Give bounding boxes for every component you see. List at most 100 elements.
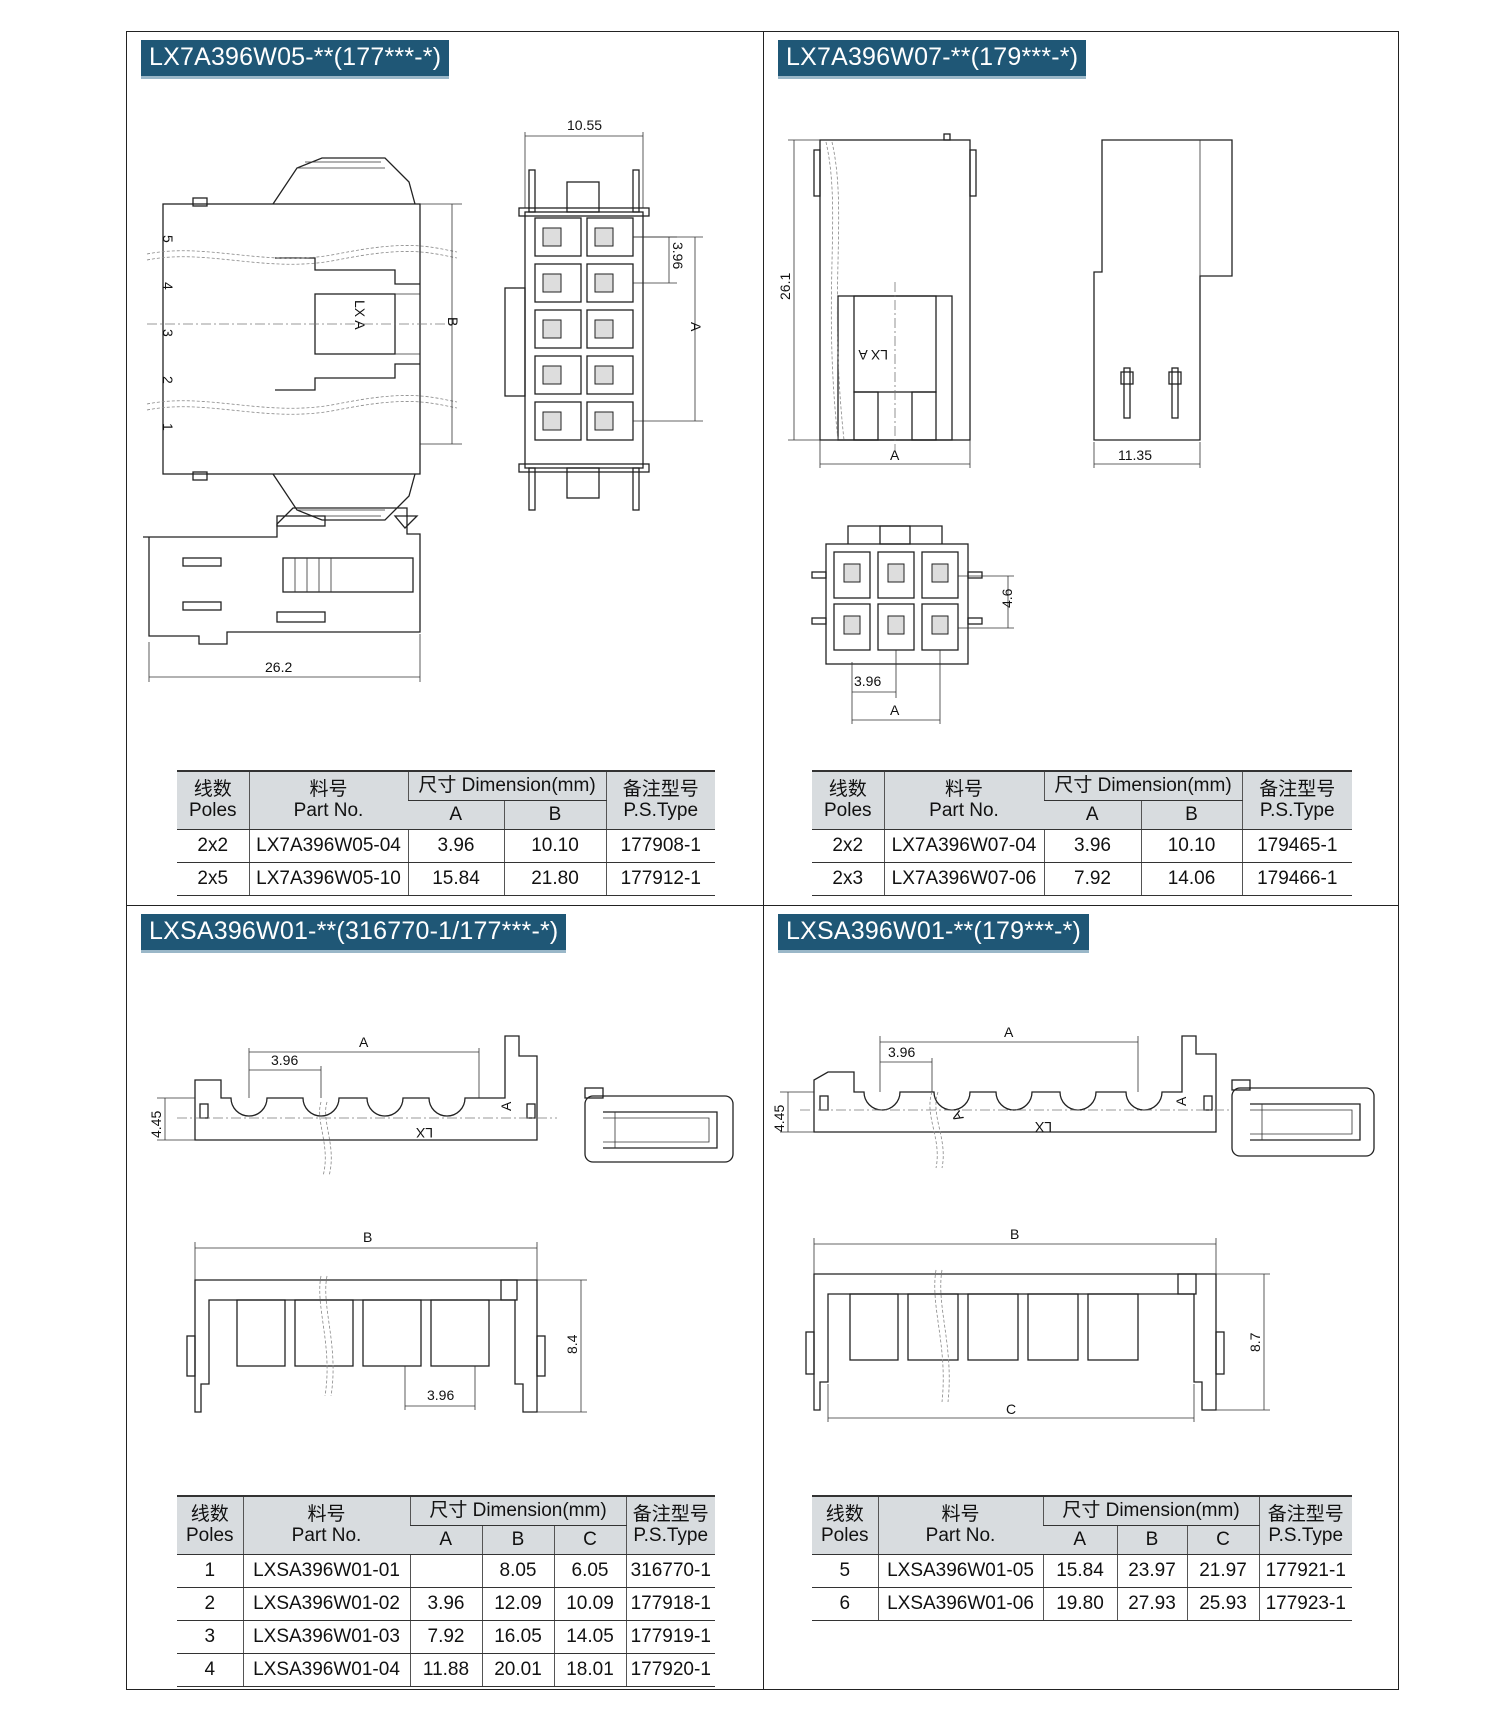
col-dimension: 尺寸 Dimension(mm) [1043, 770, 1242, 801]
drawing-lx7a396w05: 5 4 3 2 1 LX A B [143, 117, 704, 682]
panel-title: LX7A396W05-**(177***-*) [141, 40, 450, 79]
front-view: 10.55 3.96 A [504, 117, 704, 511]
side-view [584, 1087, 734, 1163]
dim-label-width: 10.55 [567, 117, 602, 133]
panel-lx7a396w07: LX7A396W07-**(179***-*) LX A 26.1 A [764, 32, 1398, 904]
top-view: 26.2 [143, 507, 421, 682]
pin-number: 4 [160, 282, 176, 290]
col-a: A [408, 800, 504, 830]
dim-label-height: 26.1 [777, 273, 793, 300]
dim-label-depth: 11.35 [1118, 447, 1152, 463]
col-a: A [1044, 800, 1141, 830]
side-view: 5 4 3 2 1 LX A B [146, 157, 462, 521]
side-view: 11.35 [1093, 139, 1233, 468]
dim-label-a: A [688, 322, 704, 332]
panel-title: LX7A396W07-**(179***-*) [778, 40, 1087, 79]
col-c: C [1186, 1525, 1259, 1555]
pin-number: 2 [160, 376, 176, 384]
dim-label-height: 4.45 [771, 1105, 787, 1132]
panel-title: LXSA396W01-**(179***-*) [778, 914, 1090, 953]
col-a: A [410, 1525, 482, 1555]
col-dimension: 尺寸 Dimension(mm) [1042, 1495, 1259, 1526]
mating-face-view: 4.6 3.96 A [811, 525, 1015, 724]
col-b: B [1116, 1525, 1187, 1555]
dim-label-pitch: 3.96 [670, 242, 686, 269]
top-view: B 8.4 3.96 [186, 1229, 587, 1413]
cavity-grid [534, 217, 634, 441]
dim-label-a: A [359, 1034, 369, 1050]
panel-lxsa396w01-a: LXSA396W01-**(316770-1/177***-*) A 3.96 … [127, 906, 763, 1689]
dim-label-row-pitch: 4.6 [999, 588, 1015, 608]
side-view [1231, 1079, 1375, 1157]
housing-marking: LX [1034, 1119, 1052, 1135]
col-a: A [1043, 1525, 1117, 1555]
housing-marking: LX A [858, 347, 888, 363]
housing-marking: LX [415, 1125, 433, 1141]
dim-label-pitch: 3.96 [427, 1387, 454, 1403]
vertical-divider [763, 31, 764, 1690]
front-view: A 3.96 4.45 LX A [148, 1034, 557, 1177]
col-dimension: 尺寸 Dimension(mm) [407, 770, 606, 801]
dim-label-height: 8.7 [1247, 1332, 1263, 1352]
panel-lx7a396w05: LX7A396W05-**(177***-*) 5 4 3 2 1 LX A [127, 32, 763, 904]
drawing-lxsa396w01-a: A 3.96 4.45 LX A [148, 1034, 734, 1413]
drawing-lx7a396w07: LX A 26.1 A 11.35 [777, 133, 1233, 724]
dim-label-c: C [1006, 1401, 1016, 1417]
housing-marking: A [498, 1101, 514, 1111]
dim-label-height: 4.45 [148, 1111, 164, 1138]
pin-number: 1 [160, 423, 176, 431]
col-c: C [553, 1525, 626, 1555]
dim-label-a: A [890, 447, 900, 463]
sheet-frame [126, 31, 1399, 1690]
dim-label-pitch: 3.96 [854, 673, 881, 689]
horizontal-divider [126, 905, 1399, 906]
pin-number: 3 [160, 329, 176, 337]
panel-lxsa396w01-b: LXSA396W01-**(179***-*) A 3.96 4.45 LX A… [764, 906, 1398, 1689]
dim-label-height: 8.4 [564, 1334, 580, 1354]
dim-label-b: B [363, 1229, 372, 1245]
housing-marking: LX A [352, 300, 368, 330]
pin-number: 5 [160, 235, 176, 243]
col-dimension: 尺寸 Dimension(mm) [409, 1495, 626, 1526]
col-b: B [481, 1525, 554, 1555]
drawing-lxsa396w01-b: A 3.96 4.45 LX A A [771, 1024, 1375, 1422]
dim-label-b: B [445, 317, 461, 326]
dim-label-a: A [890, 702, 900, 718]
dim-label-length: 26.2 [265, 659, 292, 675]
top-view: B 8.7 C [805, 1226, 1270, 1422]
front-view: A 3.96 4.45 LX A A [771, 1024, 1230, 1169]
dim-label-pitch: 3.96 [888, 1044, 915, 1060]
col-b: B [503, 800, 606, 830]
dim-label-a: A [1004, 1024, 1014, 1040]
dim-label-pitch: 3.96 [271, 1052, 298, 1068]
col-b: B [1140, 800, 1242, 830]
dim-label-b: B [1010, 1226, 1019, 1242]
panel-title: LXSA396W01-**(316770-1/177***-*) [141, 914, 567, 953]
housing-marking: A [1173, 1096, 1189, 1106]
